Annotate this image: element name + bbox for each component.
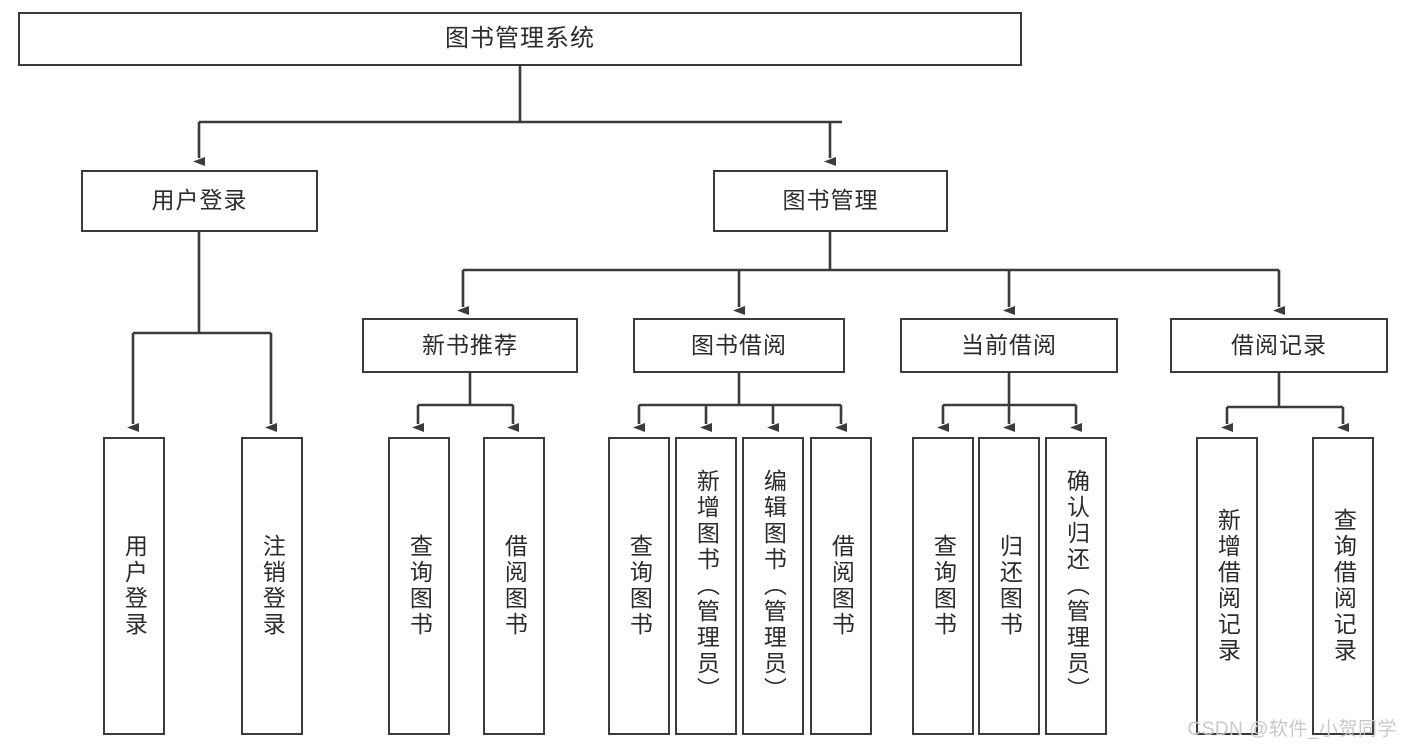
node-label: 编辑图书（管理员） xyxy=(760,469,787,703)
node-label: 借阅记录 xyxy=(1231,331,1327,358)
node-label: 借阅图书 xyxy=(828,534,855,638)
node-label: 查询图书 xyxy=(406,534,433,638)
leaf-query-book-borrow[interactable]: 查询图书 xyxy=(608,437,670,735)
node-current-borrow[interactable]: 当前借阅 xyxy=(900,318,1118,373)
watermark-text: CSDN @软件_小贺同学 xyxy=(1187,719,1397,740)
leaf-edit-book-admin[interactable]: 编辑图书（管理员） xyxy=(742,437,804,735)
node-label: 当前借阅 xyxy=(961,331,1057,358)
leaf-add-borrow-record[interactable]: 新增借阅记录 xyxy=(1196,437,1258,735)
node-label: 查询图书 xyxy=(930,534,957,638)
node-label: 新增图书（管理员） xyxy=(693,469,720,703)
leaf-user-login[interactable]: 用户登录 xyxy=(103,437,165,735)
node-borrow-record[interactable]: 借阅记录 xyxy=(1170,318,1388,373)
leaf-query-book-current[interactable]: 查询图书 xyxy=(912,437,974,735)
node-label: 查询借阅记录 xyxy=(1330,508,1357,664)
node-label: 新书推荐 xyxy=(422,331,518,358)
node-label: 借阅图书 xyxy=(501,534,528,638)
node-label: 注销登录 xyxy=(259,534,286,638)
node-label: 新增借阅记录 xyxy=(1214,508,1241,664)
node-book-management[interactable]: 图书管理 xyxy=(713,170,948,232)
node-label: 图书借阅 xyxy=(691,331,787,358)
leaf-borrow-book-recommend[interactable]: 借阅图书 xyxy=(483,437,545,735)
leaf-confirm-return-admin[interactable]: 确认归还（管理员） xyxy=(1045,437,1107,735)
node-label: 归还图书 xyxy=(996,534,1023,638)
leaf-query-borrow-record[interactable]: 查询借阅记录 xyxy=(1312,437,1374,735)
node-label: 图书管理系统 xyxy=(445,24,595,52)
node-label: 查询图书 xyxy=(626,534,653,638)
leaf-add-book-admin[interactable]: 新增图书（管理员） xyxy=(675,437,737,735)
leaf-query-book-recommend[interactable]: 查询图书 xyxy=(388,437,450,735)
node-new-book-recommend[interactable]: 新书推荐 xyxy=(362,318,578,373)
node-label: 图书管理 xyxy=(782,187,879,214)
leaf-borrow-book[interactable]: 借阅图书 xyxy=(810,437,872,735)
node-label: 确认归还（管理员） xyxy=(1063,469,1090,703)
node-user-login[interactable]: 用户登录 xyxy=(81,170,318,232)
node-label: 用户登录 xyxy=(121,534,148,638)
leaf-logout-login[interactable]: 注销登录 xyxy=(241,437,303,735)
leaf-return-book[interactable]: 归还图书 xyxy=(978,437,1040,735)
node-book-borrow[interactable]: 图书借阅 xyxy=(633,318,845,373)
node-root-book-management-system[interactable]: 图书管理系统 xyxy=(18,12,1022,66)
node-label: 用户登录 xyxy=(151,187,248,214)
